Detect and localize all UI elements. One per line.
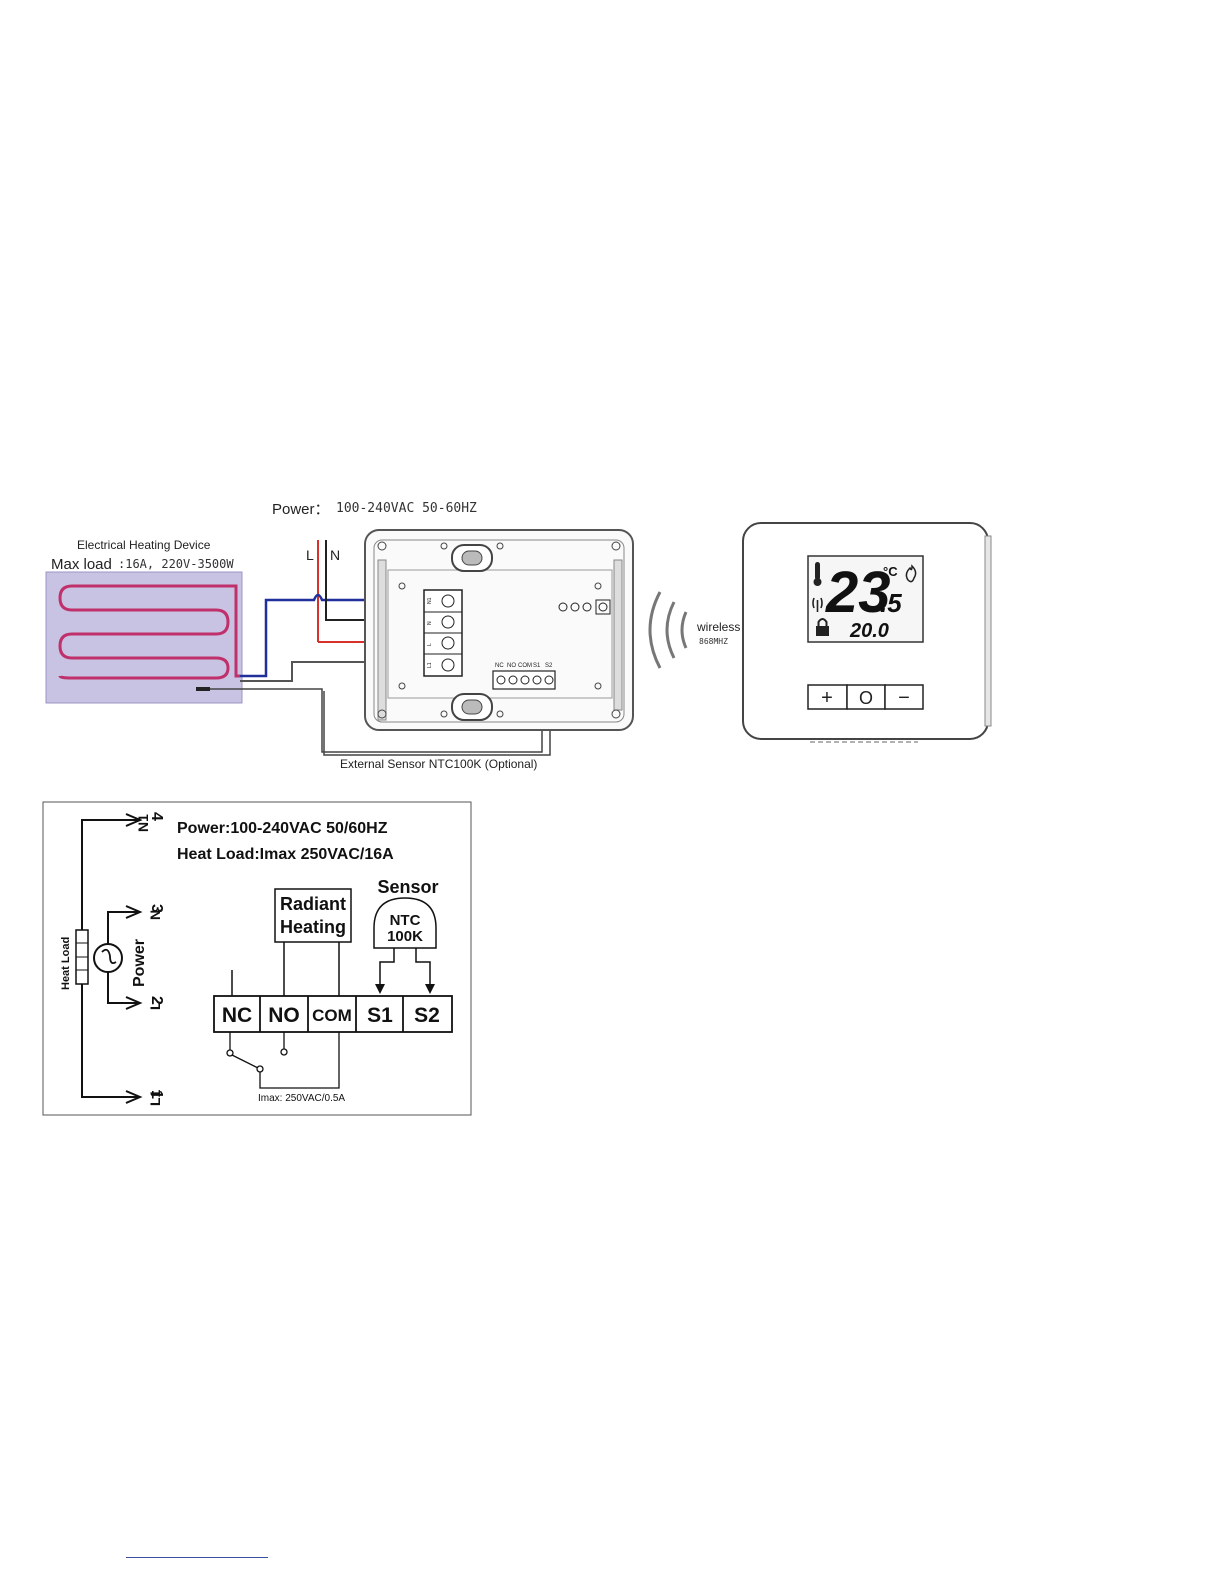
mode-button[interactable]: O: [846, 684, 886, 710]
plus-button[interactable]: +: [807, 684, 848, 710]
recv-terminal-n1: N1: [427, 597, 433, 604]
terminal-s1: S1: [367, 1004, 393, 1027]
radiant-line2: Heating: [280, 917, 346, 937]
heating-coil: [58, 584, 240, 680]
schematic-heat-load-line: Heat Load:Imax 250VAC/16A: [177, 846, 394, 863]
terminal-2: 2: [148, 996, 165, 1005]
current-temperature-decimal: .5: [880, 588, 902, 618]
terminal-no: NO: [268, 1004, 300, 1027]
line-l-label: L: [306, 547, 314, 563]
terminal-strip: NC NO COM S1 S2: [213, 995, 453, 1033]
heat-load-element: [75, 929, 89, 985]
device-title: Electrical Heating Device: [77, 538, 211, 552]
schematic-diagram: Power:100-240VAC 50/60HZ Heat Load:Imax …: [42, 801, 472, 1116]
ntc-line1: NTC: [390, 912, 421, 929]
relay-switch: [226, 1032, 340, 1089]
terminal-4: 4: [148, 812, 165, 821]
external-sensor-label: External Sensor NTC100K (Optional): [340, 757, 537, 771]
flame-icon: [905, 564, 917, 583]
power-value: 100-240VAC 50-60HZ: [336, 501, 477, 516]
terminal-1: 1: [148, 1090, 165, 1099]
power-label: Power：: [272, 501, 330, 518]
ac-source-icon: [93, 943, 123, 973]
radiant-line1: Radiant: [280, 894, 346, 914]
terminal-3: 3: [148, 904, 165, 913]
gray-wire: [240, 661, 424, 682]
wiring-diagram: Power： 100-240VAC 50-60HZ L N Electrical…: [45, 501, 992, 771]
thermometer-icon: [813, 562, 822, 586]
max-load-value: :16A, 220V-3500W: [118, 557, 234, 571]
small-terminal-com: COM: [518, 663, 532, 669]
relay-rating: Imax: 250VAC/0.5A: [258, 1093, 345, 1104]
heat-load-vertical: Heat Load: [60, 937, 72, 990]
terminal-n1: N1: [135, 814, 151, 832]
plus-icon: +: [821, 687, 833, 709]
blue-wire: [240, 591, 422, 678]
small-terminal-s1: S1: [533, 663, 541, 669]
recv-terminal-l: L: [427, 643, 433, 646]
minus-button[interactable]: −: [884, 684, 924, 710]
wireless-waves-icon: [648, 591, 688, 669]
mode-icon: O: [859, 688, 873, 708]
recv-terminal-l1: L1: [427, 662, 433, 668]
terminal-com: COM: [312, 1006, 352, 1025]
sensor-title: Sensor: [377, 877, 438, 897]
receiver-unit: NC NO COM S1 S2 N1 N L L1: [364, 529, 634, 731]
terminal-nc: NC: [222, 1004, 252, 1027]
schematic-power-line: Power:100-240VAC 50/60HZ: [177, 820, 388, 837]
power-vertical: Power: [131, 939, 148, 987]
terminal-s2: S2: [414, 1004, 440, 1027]
current-temperature: 23: [825, 560, 891, 625]
recv-terminal-n: N: [427, 621, 433, 625]
wireless-frequency: 868MHZ: [699, 637, 728, 646]
ntc-line2: 100K: [387, 928, 423, 945]
ntc-sensor-icon: [373, 897, 437, 949]
terminal-l: L: [147, 1001, 163, 1010]
small-terminal-nc: NC: [495, 663, 504, 669]
small-terminal-s2: S2: [545, 663, 553, 669]
max-load-label: Max load: [51, 556, 112, 573]
minus-icon: −: [898, 687, 910, 709]
setpoint-temperature: 20.0: [849, 620, 889, 642]
terminal-l1: L1: [147, 1089, 163, 1106]
lock-icon: [816, 618, 829, 636]
line-n-label: N: [330, 547, 340, 563]
temperature-unit: °C: [883, 564, 898, 579]
sensor-probe: [196, 687, 210, 691]
radiant-heating-box: [274, 888, 352, 943]
footer-link-underline: [126, 1557, 268, 1558]
heating-device: [45, 571, 243, 704]
small-terminal-no: NO: [507, 663, 516, 669]
signal-icon: [812, 597, 823, 612]
wireless-label: wireless: [696, 620, 740, 634]
terminal-n: N: [147, 910, 163, 920]
thermostat-device: 23 .5 °C 20.0 + O −: [742, 522, 992, 743]
